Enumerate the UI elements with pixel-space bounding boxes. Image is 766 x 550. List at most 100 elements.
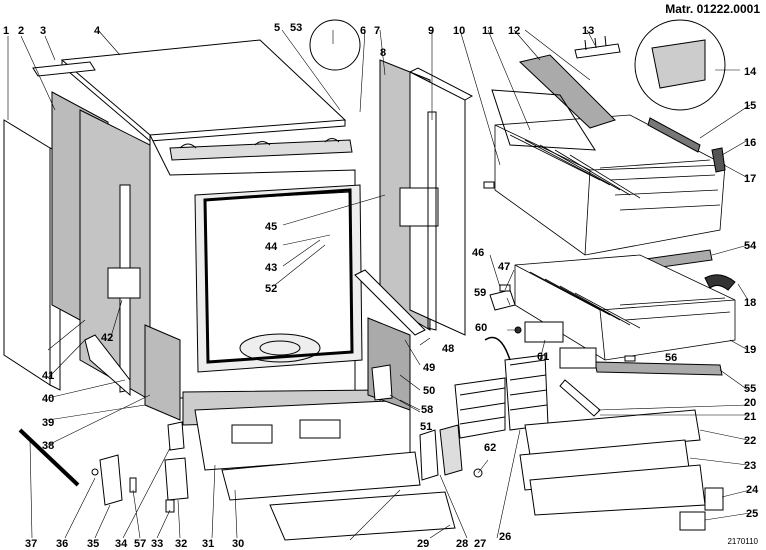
lower-rack-rail <box>594 361 723 376</box>
part-label: 12 <box>508 25 521 37</box>
foot-bracket <box>164 457 189 501</box>
rack-clip <box>711 147 726 173</box>
part-label: 45 <box>265 221 278 233</box>
part-label: 19 <box>744 344 757 356</box>
spray-rail <box>559 379 601 417</box>
part-label: 20 <box>744 397 757 409</box>
part-label: 6 <box>360 25 367 37</box>
part-label: 14 <box>744 66 757 78</box>
part-label: 42 <box>101 332 114 344</box>
part-label: 53 <box>290 22 303 34</box>
part-label: 24 <box>746 484 759 496</box>
plug <box>91 468 99 476</box>
part-label: 55 <box>744 383 757 395</box>
side-bracket <box>371 364 393 401</box>
part-label: 13 <box>582 25 595 37</box>
cutlery-basket-left <box>454 377 506 439</box>
hinge-plate <box>107 267 141 299</box>
part-label: 61 <box>537 351 550 363</box>
control-module <box>679 511 706 531</box>
part-label: 2 <box>18 25 25 37</box>
drawing-code: 2170110 <box>727 537 758 546</box>
part-label: 16 <box>744 137 757 149</box>
door-seal <box>203 188 354 364</box>
rail-stop <box>624 355 636 362</box>
cup-shelf <box>518 54 616 129</box>
part-label: 34 <box>115 538 128 550</box>
part-label: 43 <box>265 262 278 274</box>
rack-spike-strip <box>574 43 621 59</box>
detail-inset-14 <box>634 19 726 111</box>
tine-row <box>647 117 701 153</box>
part-label: 3 <box>40 25 47 37</box>
part-label: 40 <box>42 393 55 405</box>
part-label: 47 <box>498 261 511 273</box>
top-rail <box>32 61 96 77</box>
part-label: 36 <box>56 538 69 550</box>
cup-grid-61 <box>524 321 564 343</box>
screw <box>129 477 137 493</box>
left-side-panel <box>3 119 51 386</box>
part-label: 27 <box>474 538 487 550</box>
part-label: 25 <box>746 508 759 520</box>
part-label: 41 <box>42 370 55 382</box>
part-label: 5 <box>274 22 281 34</box>
part-label: 60 <box>475 322 488 334</box>
part-label: 29 <box>417 538 430 550</box>
door-bracket <box>419 429 439 481</box>
part-label: 59 <box>474 287 487 299</box>
part-label: 1 <box>3 25 10 37</box>
part-label: 33 <box>151 538 164 550</box>
kickplate-piece <box>99 454 123 506</box>
part-label: 39 <box>42 417 55 429</box>
part-label: 46 <box>472 247 485 259</box>
part-label: 54 <box>744 240 757 252</box>
detail-inset-53 <box>309 19 361 71</box>
lower-gray-panel <box>144 324 181 421</box>
top-bracket <box>169 139 353 161</box>
part-label: 32 <box>175 538 188 550</box>
part-label: 22 <box>744 435 757 447</box>
bottom-trim <box>269 491 456 541</box>
rack-pin-46 <box>483 181 495 189</box>
part-label: 4 <box>94 25 101 37</box>
part-label: 35 <box>87 538 100 550</box>
part-label: 49 <box>423 362 436 374</box>
matr-number: Matr. 01222.0001 <box>665 2 760 16</box>
part-label: 56 <box>665 352 678 364</box>
part-label: 44 <box>265 241 278 253</box>
rack-pin-47 <box>499 284 511 292</box>
lower-rack-wheel <box>704 274 736 291</box>
part-label: 11 <box>482 25 494 37</box>
part-label: 50 <box>423 385 436 397</box>
part-label: 48 <box>442 343 455 355</box>
upper-rack <box>494 114 726 256</box>
part-label: 9 <box>428 25 435 37</box>
part-label: 30 <box>232 538 245 550</box>
switch-block <box>704 487 724 511</box>
part-label: 18 <box>744 297 757 309</box>
base-rod <box>18 428 80 487</box>
part-label: 15 <box>744 100 757 112</box>
part-label: 37 <box>25 538 38 550</box>
part-label: 31 <box>202 538 215 550</box>
lower-rack <box>514 254 736 361</box>
part-label: 8 <box>380 47 387 59</box>
part-label: 38 <box>42 440 55 452</box>
side-rail <box>354 269 426 336</box>
part-label: 52 <box>265 283 278 295</box>
wire-support <box>491 89 596 151</box>
part-label: 51 <box>420 421 433 433</box>
door-base <box>221 451 421 501</box>
part-label: 10 <box>453 25 466 37</box>
part-label: 62 <box>484 442 497 454</box>
part-label: 58 <box>421 404 434 416</box>
cup-grid-20 <box>559 347 597 369</box>
rack-stop <box>489 289 516 311</box>
adjustable-foot <box>165 499 175 513</box>
part-label: 17 <box>744 173 757 185</box>
part-label: 7 <box>374 25 381 37</box>
part-label: 26 <box>499 531 512 543</box>
